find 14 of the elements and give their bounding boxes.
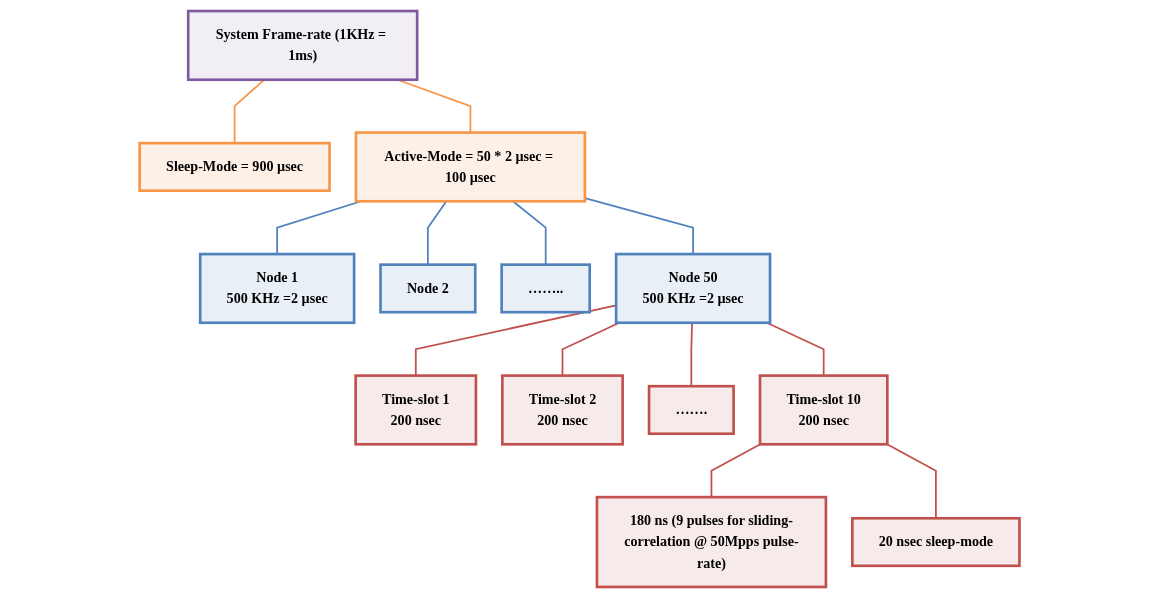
node-box: …….	[647, 384, 735, 435]
connector	[414, 303, 617, 376]
node-box: Active-Mode = 50 * 2 µsec = 100 µsec	[354, 130, 587, 203]
node-box: System Frame-rate (1KHz = 1ms)	[186, 9, 419, 81]
node-box: Node 2	[379, 262, 477, 314]
node-box: Time-slot 2 200 nsec	[501, 373, 624, 446]
node-box: Time-slot 1 200 nsec	[354, 373, 478, 446]
node-box: 20 nsec sleep-mode	[850, 516, 1021, 567]
node-box: Sleep-Mode = 900 µsec	[138, 141, 331, 192]
node-box: ……..	[500, 262, 591, 314]
node-box: 180 ns (9 pulses for sliding-correlation @ 50Mpps pulse-rate)	[595, 495, 828, 588]
node-box: Time-slot 10 200 nsec	[758, 373, 889, 446]
node-box: Node 1 500 KHz =2 µsec	[198, 252, 356, 324]
node-box: Node 50 500 KHz =2 µsec	[614, 252, 772, 324]
